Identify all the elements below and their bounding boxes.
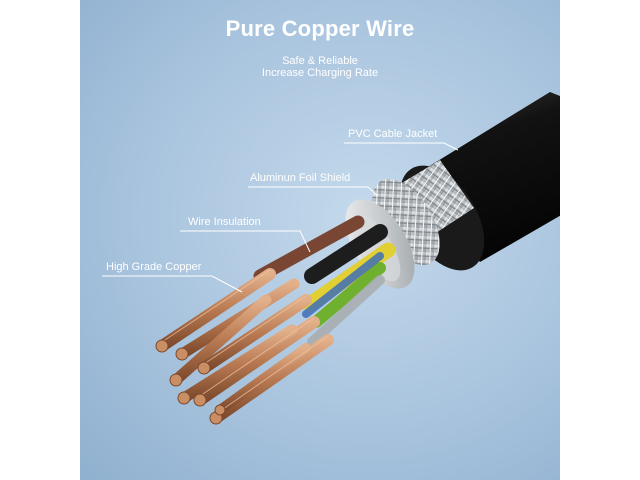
shield-label: Aluminun Foil Shield bbox=[250, 172, 351, 184]
copper-strands bbox=[156, 268, 334, 424]
page-title: Pure Copper Wire bbox=[225, 16, 415, 41]
jacket-leader bbox=[344, 142, 459, 151]
shield-leader bbox=[248, 186, 379, 197]
insulated-wires bbox=[253, 215, 396, 347]
product-panel: Pure Copper Wire Safe & Reliable Increas… bbox=[80, 0, 560, 480]
jacket-label: PVC Cable Jacket bbox=[348, 128, 438, 140]
subtitle-line-1: Safe & Reliable bbox=[282, 55, 358, 67]
copper-label: High Grade Copper bbox=[106, 261, 202, 273]
subtitle-line-2: Increase Charging Rate bbox=[261, 67, 379, 79]
insulation-label: Wire Insulation bbox=[188, 216, 261, 228]
leader-lines bbox=[102, 142, 459, 293]
insulation-leader bbox=[180, 230, 311, 253]
copper-leader bbox=[102, 275, 243, 293]
cable-illustration bbox=[102, 92, 560, 425]
strand-ends bbox=[155, 339, 226, 425]
